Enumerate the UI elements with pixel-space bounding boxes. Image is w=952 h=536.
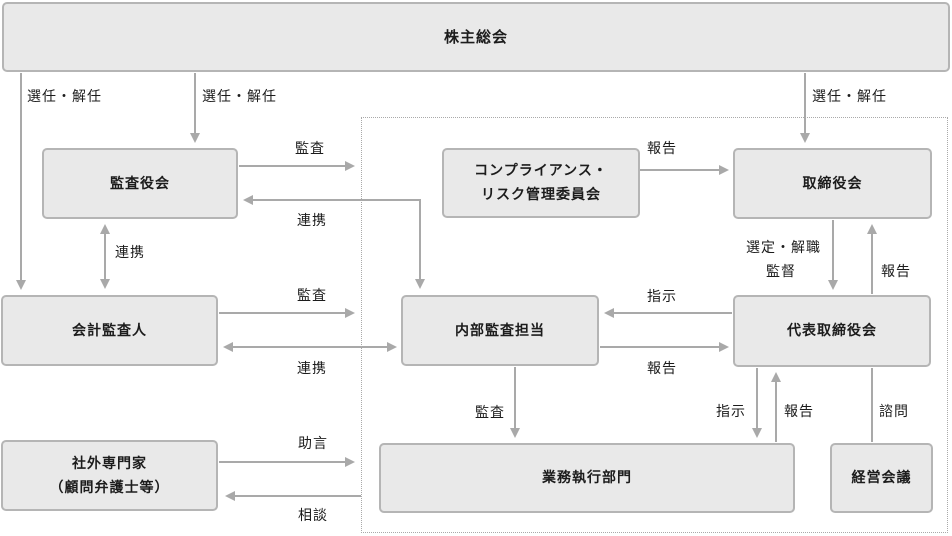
node-label: 株主総会: [443, 28, 508, 46]
edge-label-report-compliance-to-board: 報告: [647, 141, 677, 157]
edge-label-cooperation-audit-board-internal: 連携: [297, 213, 327, 229]
edge-label-report-from-business: 報告: [784, 404, 814, 420]
edge-label-supervision: 監督: [766, 264, 796, 280]
node-management-meeting: 経営会議: [830, 443, 933, 513]
edge-label-advisory: 諮問: [879, 404, 909, 420]
edge-label-instruction-to-business: 指示: [716, 404, 746, 420]
edge-label-appoint-dismiss-accounting: 選任・解任: [27, 89, 102, 105]
node-label: 経営会議: [851, 470, 912, 486]
node-label: 内部監査担当: [455, 322, 545, 339]
edge-label-audit-of-business: 監査: [475, 405, 505, 421]
node-label: 業務執行部門: [542, 470, 632, 486]
edge-label-report-from-internal-audit: 報告: [647, 361, 677, 377]
node-label-line1: コンプライアンス・: [474, 163, 608, 179]
edge-label-audit-by-accounting-auditor: 監査: [297, 288, 327, 304]
node-business-execution: 業務執行部門: [379, 443, 795, 513]
node-external-experts: 社外専門家 （顧問弁護士等）: [1, 440, 218, 511]
node-representative-board: 代表取締役会: [733, 295, 931, 367]
edge-label-advice: 助言: [298, 436, 328, 452]
edge-label-appoint-dismiss-directors: 選任・解任: [812, 89, 887, 105]
node-label: 代表取締役会: [787, 323, 877, 339]
edge-label-appoint-dismiss-audit-board: 選任・解任: [202, 89, 277, 105]
node-label: 会計監査人: [72, 322, 147, 339]
node-label-line2: （顧問弁護士等）: [49, 479, 170, 496]
edge-label-report-to-board: 報告: [881, 264, 911, 280]
edge-label-instruction-to-internal-audit: 指示: [647, 289, 677, 305]
node-label: 監査役会: [110, 175, 170, 192]
node-board-of-directors: 取締役会: [733, 148, 932, 219]
edge-label-cooperation-audit-board-accounting: 連携: [115, 245, 145, 261]
edge-label-consultation: 相談: [298, 508, 328, 524]
node-compliance-risk-committee: コンプライアンス・ リスク管理委員会: [442, 148, 640, 218]
node-label-line1: 社外専門家: [72, 455, 147, 472]
node-audit-board: 監査役会: [42, 148, 238, 219]
node-internal-audit: 内部監査担当: [401, 295, 599, 366]
edge-label-audit-by-audit-board: 監査: [295, 141, 325, 157]
edge-label-cooperation-accounting-internal: 連携: [297, 361, 327, 377]
internal-area-dotted-border: [361, 117, 948, 533]
edge-label-select-dismiss: 選定・解職: [746, 240, 821, 256]
node-label: 取締役会: [802, 175, 863, 192]
node-label-line2: リスク管理委員会: [481, 187, 601, 203]
node-shareholders-meeting: 株主総会: [2, 2, 950, 72]
node-accounting-auditor: 会計監査人: [1, 295, 218, 366]
